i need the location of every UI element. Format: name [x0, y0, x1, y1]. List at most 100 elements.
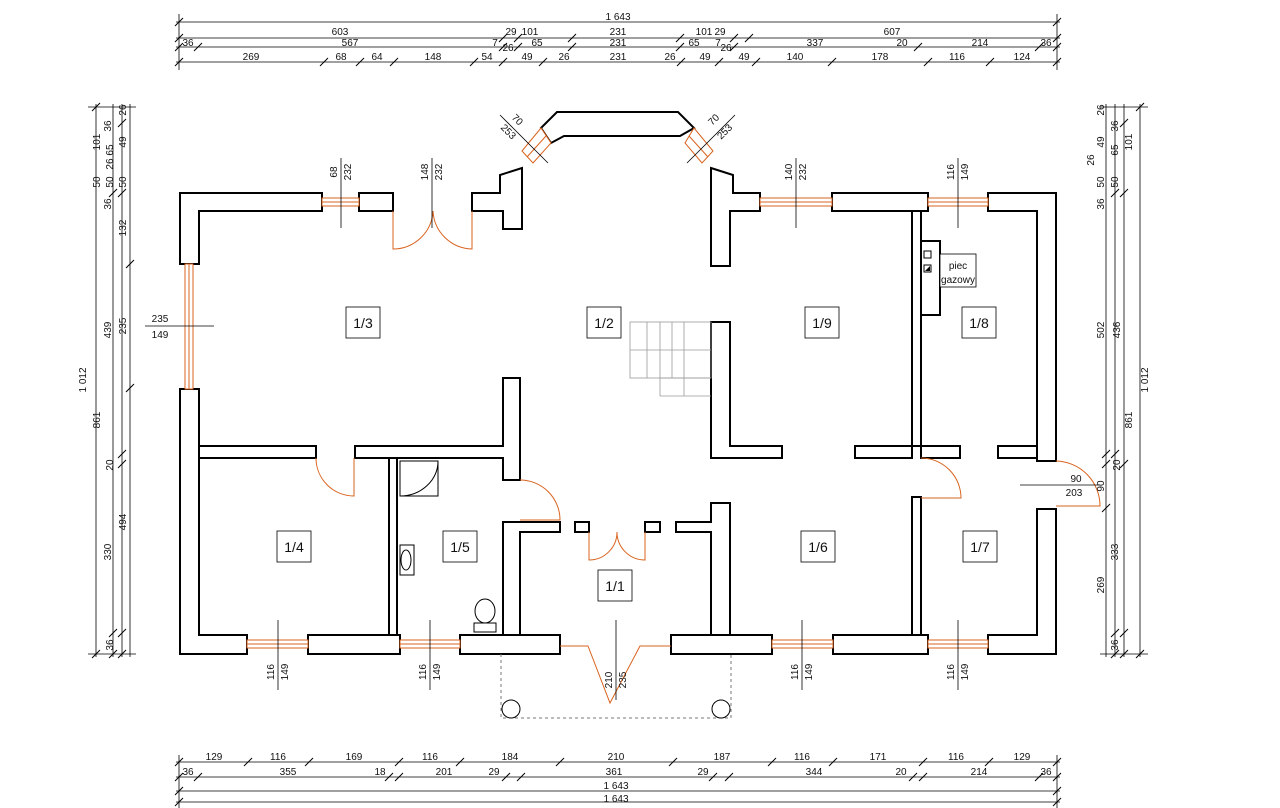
door-13-north	[392, 210, 473, 250]
boiler-label-line2: gazowy	[941, 275, 975, 286]
window-bay-left	[521, 127, 552, 164]
top-dim-row2-1: 29	[505, 27, 517, 38]
top-dim-row3-12: 36	[1040, 38, 1052, 49]
top-dim-row2-6: 607	[884, 27, 901, 38]
wall-bay-top	[539, 111, 696, 145]
bottom-dimensions: 129 116 169 116 184 210 187 116 171 116 …	[174, 752, 1062, 808]
top-dim-row3-0: 36	[182, 38, 194, 49]
right-dim-36-bottom: 36	[1110, 639, 1121, 651]
door-17-east	[1055, 460, 1101, 507]
door13top-b: 232	[434, 163, 445, 180]
bottom-dim-row1-2: 169	[346, 752, 363, 763]
door-11-entrance	[560, 645, 671, 705]
door17right-b: 203	[1066, 488, 1083, 499]
wall-stair-right	[710, 321, 783, 459]
wall-partition-11-16	[675, 502, 731, 636]
room-12-label: 1/2	[594, 315, 614, 331]
wall-north-center	[831, 192, 929, 212]
wall-north-east	[987, 192, 1057, 462]
porch-column-right	[711, 699, 731, 719]
bottom-dim-row1-10: 129	[1014, 752, 1031, 763]
wall-north-bay-left	[471, 166, 523, 230]
left-dim-small-50b: 50	[105, 176, 116, 188]
bottom-dim-row4-0: 1 643	[603, 794, 628, 805]
door17right-a: 90	[1070, 474, 1082, 485]
window-south-16	[771, 639, 834, 649]
window-south-14	[246, 639, 309, 649]
left-dim-861: 861	[92, 411, 103, 428]
bottom-dim-row1-3: 116	[422, 752, 438, 763]
right-dim-small-26: 26	[1096, 104, 1107, 116]
left-dim-235: 235	[118, 317, 129, 334]
right-dimensions: 1 012 861 502 333 101 436 20 269 36 26 3…	[1086, 102, 1151, 659]
right-dim-101: 101	[1124, 133, 1135, 150]
boiler-box-1	[923, 250, 932, 259]
left-dim-36-bottom: 36	[105, 639, 116, 651]
w17bot-b: 149	[960, 663, 971, 680]
top-dim-row3-4: 65	[531, 38, 543, 49]
bottom-dim-row2-4: 29	[488, 767, 500, 778]
top-dim-row3-2: 7	[492, 38, 498, 49]
top-dim-row3-3: 26	[502, 43, 514, 54]
wall-partition-18-east	[997, 445, 1038, 459]
top-dim-row2-0: 603	[332, 27, 349, 38]
door-16-17	[920, 457, 962, 499]
w16bot-b: 149	[804, 663, 815, 680]
door13top-a: 148	[420, 163, 431, 180]
bottom-dim-row1-9: 116	[948, 752, 964, 763]
top-dim-row4-14: 124	[1014, 52, 1031, 63]
left-dim-small-49: 49	[118, 136, 129, 148]
left-dim-330: 330	[103, 543, 114, 560]
right-dim-small-50b: 50	[1110, 176, 1121, 188]
bottom-dim-row1-5: 210	[608, 752, 625, 763]
room-19-label: 1/9	[812, 315, 832, 331]
room-18-label: 1/8	[969, 315, 989, 331]
bottom-dim-row2-3: 201	[436, 767, 453, 778]
top-dim-row3-8: 26	[720, 43, 732, 54]
top-dim-row1-0: 1 643	[605, 12, 630, 23]
room-17-label: 1/7	[970, 539, 990, 555]
top-dim-row3-1: 567	[342, 38, 359, 49]
wall-partition-15-11	[502, 521, 561, 636]
top-dim-row3-11: 214	[972, 38, 989, 49]
top-dim-row3-6: 65	[688, 38, 700, 49]
bayright-b: 253	[715, 122, 735, 142]
room-11-box	[597, 569, 633, 602]
wall-north-west	[179, 192, 323, 265]
w15bot-a: 116	[418, 664, 429, 680]
w13left-a: 235	[152, 314, 169, 325]
wall-north-bay-right	[710, 166, 761, 267]
bottom-dim-row2-9: 214	[971, 767, 988, 778]
boiler-label-line1: piec	[949, 261, 967, 272]
shower-tray	[399, 460, 439, 497]
wall-partition-11-left	[574, 521, 590, 533]
top-dim-row4-0: 269	[243, 52, 260, 63]
w19top-b: 232	[798, 163, 809, 180]
w19top-a: 140	[784, 163, 795, 180]
room-12-box	[586, 306, 622, 339]
right-dim-20: 20	[1112, 459, 1123, 471]
room-14-label: 1/4	[284, 539, 304, 555]
bottom-dim-row2-5: 361	[606, 767, 623, 778]
bottom-dim-row2-7: 344	[806, 767, 823, 778]
wall-pier-north-1	[358, 192, 394, 212]
w13top-b: 232	[343, 163, 354, 180]
window-west-13	[184, 263, 194, 390]
right-dim-333: 333	[1110, 543, 1121, 560]
door-15-11	[519, 479, 561, 521]
bottom-dim-row2-0: 36	[182, 767, 194, 778]
top-dim-row4-2: 64	[371, 52, 383, 63]
wall-partition-19-16	[854, 445, 913, 459]
door-13-14	[315, 457, 355, 497]
door-11-internal	[588, 531, 646, 561]
left-dimensions: 1 012 861 439 330 132 235 20 494 36 101 …	[78, 102, 136, 659]
room-16-label: 1/6	[808, 539, 828, 555]
left-dim-132: 132	[118, 219, 129, 236]
wall-partition-14-15	[388, 457, 398, 636]
room-13-box	[345, 306, 381, 339]
bottom-dim-row1-8: 171	[870, 752, 887, 763]
w18top-a: 116	[946, 164, 957, 180]
top-dim-row4-4: 54	[481, 52, 493, 63]
w17bot-a: 116	[946, 664, 957, 680]
